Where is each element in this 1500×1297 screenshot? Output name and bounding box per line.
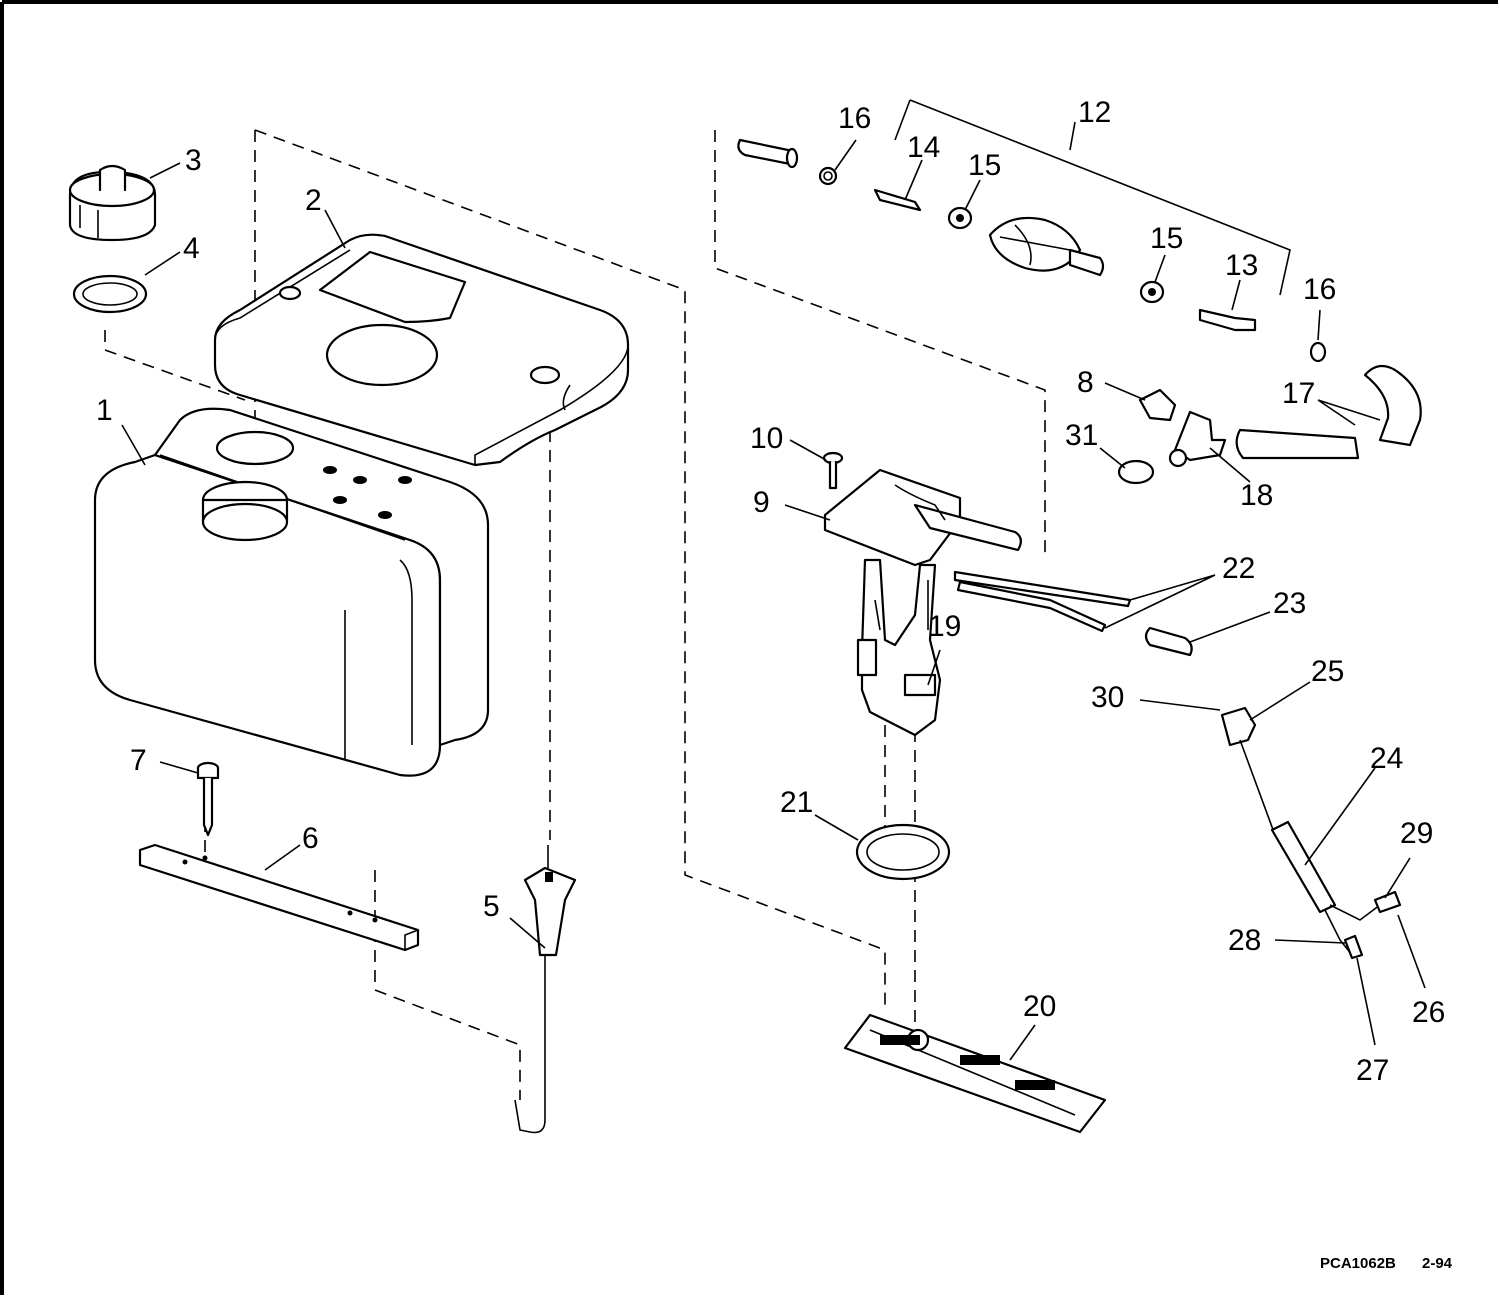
callout-27: 27: [1356, 1054, 1389, 1087]
callout-15a: 15: [968, 149, 1001, 182]
callout-18: 18: [1240, 479, 1273, 512]
callout-20: 20: [1023, 990, 1056, 1023]
callout-21: 21: [780, 786, 813, 819]
fuel-hose: [1235, 364, 1422, 460]
callout-2: 2: [305, 184, 322, 217]
pickup-assembly: [823, 468, 1022, 737]
callout-8: 8: [1077, 366, 1094, 399]
cap-gasket: [72, 274, 148, 314]
callout-19: 19: [928, 610, 961, 643]
callout-23: 23: [1273, 587, 1306, 620]
callout-30: 30: [1091, 681, 1124, 714]
fuel-gauge: [514, 845, 577, 1134]
callout-16b: 16: [1303, 273, 1336, 306]
revision-date: 2-94: [1422, 1255, 1453, 1272]
callout-7: 7: [130, 744, 147, 777]
callout-9: 9: [753, 486, 770, 519]
callout-10: 10: [750, 422, 783, 455]
callout-3: 3: [185, 144, 202, 177]
pickup-o-ring: [855, 823, 951, 881]
callout-24: 24: [1370, 742, 1403, 775]
callout-13: 13: [1225, 249, 1258, 282]
fuel-tank: [93, 407, 490, 777]
callout-29: 29: [1400, 817, 1433, 850]
callout-17: 17: [1282, 377, 1315, 410]
callout-6: 6: [302, 822, 319, 855]
callout-labels: 1 2 3 4 5 6 7 8 9 10 12 13 14 15 15 16 1…: [96, 96, 1445, 1087]
tank-cover: [213, 233, 630, 467]
callout-14: 14: [907, 131, 940, 164]
callout-25: 25: [1311, 655, 1344, 688]
filter-screen: [843, 1013, 1107, 1134]
assembly-dashed-lines: [104, 129, 1046, 1100]
filler-cap: [68, 164, 157, 242]
bracket-screw: [196, 761, 220, 837]
sender-wires: [953, 570, 1193, 657]
leader-lines: [121, 99, 1426, 1061]
callout-1: 1: [96, 394, 113, 427]
hose-clamps: [1117, 388, 1227, 485]
sender-harness: [1220, 706, 1402, 960]
callout-22: 22: [1222, 552, 1255, 585]
callout-26: 26: [1412, 996, 1445, 1029]
callout-4: 4: [183, 232, 200, 265]
callout-31: 31: [1065, 419, 1098, 452]
primer-bulb-assembly: [737, 138, 1327, 363]
drawing-code: PCA1062B: [1320, 1255, 1396, 1272]
callout-16a: 16: [838, 102, 871, 135]
callout-12: 12: [1078, 96, 1111, 129]
callout-5: 5: [483, 890, 500, 923]
tank-bracket: [138, 843, 420, 952]
callout-15b: 15: [1150, 222, 1183, 255]
callout-28: 28: [1228, 924, 1261, 957]
